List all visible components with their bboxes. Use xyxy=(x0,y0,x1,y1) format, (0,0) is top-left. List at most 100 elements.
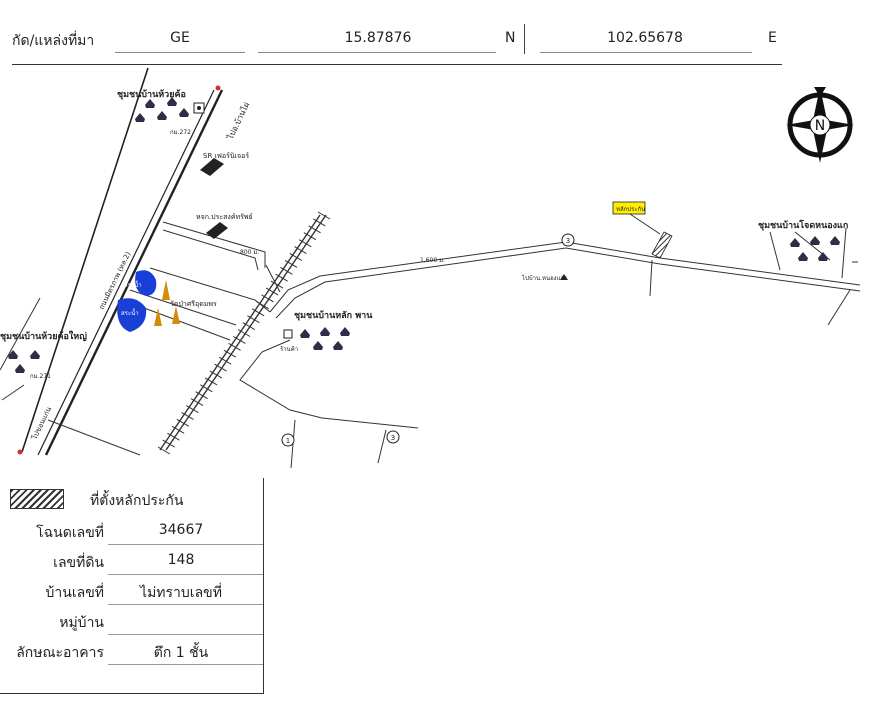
building-type-line xyxy=(108,664,263,665)
community-label: ชุมชนบ้านโจดหนองแก xyxy=(758,219,848,231)
village-label: หมู่บ้าน xyxy=(59,615,104,631)
house-icon xyxy=(320,327,330,336)
hatch-swatch xyxy=(10,489,64,509)
rail-tie xyxy=(209,370,223,379)
to-nongmuang-label: ไปบ้าน.หนองแวง xyxy=(521,274,567,282)
longitude-underline xyxy=(540,52,752,53)
house-number-label: บ้านเลขที่ xyxy=(45,585,104,601)
rail-tie xyxy=(289,253,303,261)
route-shield: 1 xyxy=(281,433,295,447)
nongmuang-marker xyxy=(560,274,568,280)
house-icon xyxy=(179,108,189,117)
rail-tie xyxy=(313,218,326,227)
dist-800-label: 800 ม. xyxy=(240,249,259,256)
rail-tie xyxy=(228,342,241,351)
rail-tie xyxy=(261,294,274,303)
rail-tie xyxy=(181,412,194,420)
shop-building xyxy=(206,222,228,239)
temple-label: วัดป่าศรีอุดมพร xyxy=(170,300,217,308)
rail-tie xyxy=(157,446,171,455)
to-ban-phai-label: ไปอ.บ้านไผ่ xyxy=(225,101,251,142)
house-icon xyxy=(8,350,18,359)
dist-1600-label: 1,600 ม. xyxy=(420,257,445,264)
house-icon xyxy=(818,252,828,261)
village-line xyxy=(108,634,263,635)
house-icon xyxy=(313,341,323,350)
community-label: ชุมชนบ้านหลัก พาน xyxy=(294,310,373,321)
shop-label: หจก.ประสงค์ทรัพย์ xyxy=(196,213,253,221)
rail-tie xyxy=(195,391,208,400)
rail-tie xyxy=(265,287,279,296)
rail-tie xyxy=(200,384,213,393)
pond-label: สระน้ำ xyxy=(121,307,139,317)
collateral-tag-label: หลักประกัน xyxy=(616,206,645,213)
house-icon xyxy=(790,238,800,247)
community-label: ชุมชนบ้านห้วยค้อ xyxy=(117,89,186,100)
rail-tie xyxy=(233,335,246,344)
legend-title: ที่ตั้งหลักประกัน xyxy=(90,493,184,509)
pond xyxy=(135,270,157,296)
rail-tie xyxy=(185,405,199,413)
rail-tie xyxy=(280,266,293,275)
rail-tie xyxy=(171,425,185,434)
route-shield: 3 xyxy=(386,430,400,444)
rail-tie xyxy=(223,349,237,358)
rail-tie xyxy=(275,273,288,282)
pond-label: สระน้ำ xyxy=(124,279,142,289)
deed-number-line xyxy=(108,544,263,545)
latitude-underline xyxy=(258,52,496,53)
house-icon xyxy=(810,236,820,245)
small-shop-icon xyxy=(283,329,293,339)
compass-letter: N xyxy=(815,118,825,134)
deed-number-label: โฉนดเลขที่ xyxy=(36,525,104,541)
collateral-parcel xyxy=(651,231,673,259)
latitude-unit: N xyxy=(505,30,516,46)
sr-building xyxy=(200,158,224,176)
house-icon xyxy=(30,350,40,359)
route-shield: 3 xyxy=(561,233,575,247)
legend-bottom-border xyxy=(0,693,264,694)
house-number-value: ไม่ทราบเลขที่ xyxy=(140,585,222,601)
longitude-unit: E xyxy=(768,30,777,46)
railway-ties xyxy=(157,211,331,455)
compass-rose: N xyxy=(786,87,854,163)
header-divider xyxy=(524,24,525,54)
route-number: 1 xyxy=(286,437,290,445)
rail-tie xyxy=(214,363,227,372)
rail-tie xyxy=(298,239,312,248)
collateral-pointer xyxy=(629,213,661,235)
railway xyxy=(159,214,327,451)
house-icon xyxy=(333,341,343,350)
house-icon xyxy=(167,97,177,106)
house-icon xyxy=(798,252,808,261)
rail-tie xyxy=(270,280,284,289)
legend-right-border xyxy=(263,478,264,694)
rail-tie xyxy=(303,232,317,241)
house-clusters xyxy=(8,97,840,373)
source-value: GE xyxy=(170,30,190,46)
rail-tie xyxy=(176,418,190,427)
rail-tie xyxy=(284,259,298,268)
source-underline xyxy=(115,52,245,53)
property-legend: ที่ตั้งหลักประกัน โฉนดเลขที่ 34667 เลขที… xyxy=(0,478,270,698)
house-icon xyxy=(300,329,310,338)
rail-tie xyxy=(190,398,204,407)
small-shop-label: ร้านค้า xyxy=(280,346,298,353)
rail-tie xyxy=(247,315,260,324)
km272-label: กม.272 xyxy=(170,129,191,136)
highway-marker-north xyxy=(215,85,221,91)
header-rule xyxy=(12,64,782,65)
route-number: 3 xyxy=(391,434,395,442)
building-type-label: ลักษณะอาคาร xyxy=(16,645,104,661)
house-number-line xyxy=(108,604,263,605)
to-khon-kaen-label: ไปขอนแก่น xyxy=(29,405,53,442)
building-type-value: ตึก 1 ชั้น xyxy=(153,645,209,661)
latitude-value: 15.87876 xyxy=(344,30,412,46)
rail-tie xyxy=(204,377,218,386)
office-building xyxy=(193,102,205,114)
km271-label: กม.271 xyxy=(30,373,51,380)
route-number: 3 xyxy=(566,237,570,245)
collateral-tag xyxy=(612,201,646,215)
rail-tie xyxy=(167,432,180,441)
coordinates-header: กัด/แหล่งที่มา GE 15.87876 N 102.65678 E xyxy=(0,0,886,66)
